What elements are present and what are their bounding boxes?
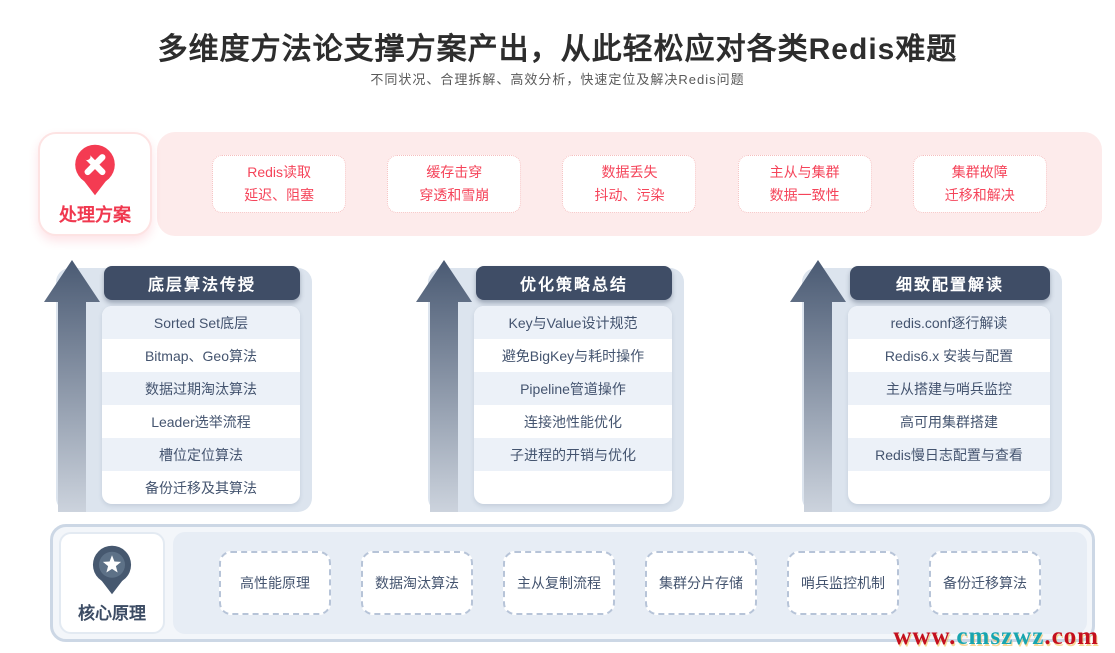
list-item: Bitmap、Geo算法 xyxy=(144,347,258,364)
watermark-suffix: .com xyxy=(1044,623,1099,650)
solution-card-line: 延迟、阻塞 xyxy=(244,187,315,203)
solution-card: 缓存击穿 穿透和雪崩 xyxy=(387,155,522,213)
list-item: 数据过期淘汰算法 xyxy=(102,372,300,405)
list-item: 避免BigKey与耗时操作 xyxy=(501,347,645,364)
solutions-badge: 处理方案 xyxy=(38,132,152,236)
list-item: redis.conf逐行解读 xyxy=(848,306,1050,339)
column-title: 细致配置解读 xyxy=(850,266,1050,300)
method-column-optimization: 优化策略总结 Key与Value设计规范 避免BigKey与耗时操作 Pipel… xyxy=(412,258,684,512)
column-list: redis.conf逐行解读 Redis6.x 安装与配置 主从搭建与哨兵监控 … xyxy=(848,306,1050,504)
solution-card-line: 抖动、污染 xyxy=(594,187,665,203)
solution-card: 主从与集群 数据一致性 xyxy=(737,155,872,213)
column-title: 底层算法传授 xyxy=(104,266,300,300)
column-list: Sorted Set底层 Bitmap、Geo算法 数据过期淘汰算法 Leade… xyxy=(102,306,300,504)
solution-card-line: 迁移和解决 xyxy=(944,187,1015,203)
solutions-band: Redis读取 延迟、阻塞 缓存击穿 穿透和雪崩 数据丢失 抖动、污染 主从与集… xyxy=(157,132,1102,236)
core-card: 集群分片存储 xyxy=(645,551,757,615)
solutions-label: 处理方案 xyxy=(59,205,131,225)
method-column-algorithms: 底层算法传授 Sorted Set底层 Bitmap、Geo算法 数据过期淘汰算… xyxy=(40,258,312,512)
up-arrow-icon xyxy=(416,260,472,512)
watermark-name: cmszwz xyxy=(956,623,1045,650)
core-badge: 核心原理 xyxy=(59,532,165,634)
page-title: 多维度方法论支撑方案产出，从此轻松应对各类Redis难题 xyxy=(157,33,958,66)
core-principles-section: 核心原理 高性能原理 数据淘汰算法 主从复制流程 集群分片存储 哨兵监控机制 备… xyxy=(50,524,1095,642)
column-list: Key与Value设计规范 避免BigKey与耗时操作 Pipeline管道操作… xyxy=(474,306,672,504)
core-panel: 高性能原理 数据淘汰算法 主从复制流程 集群分片存储 哨兵监控机制 备份迁移算法 xyxy=(173,532,1087,634)
solution-card: Redis读取 延迟、阻塞 xyxy=(212,155,347,213)
solution-card-line: 缓存击穿 xyxy=(426,163,483,180)
watermark-prefix: www. xyxy=(893,623,957,650)
site-watermark: www.cmszwz.com xyxy=(893,623,1099,651)
list-item: Redis慢日志配置与查看 xyxy=(848,438,1050,471)
solution-card: 集群故障 迁移和解决 xyxy=(912,155,1047,213)
list-item: 主从搭建与哨兵监控 xyxy=(848,372,1050,405)
list-item: Leader选举流程 xyxy=(151,413,251,430)
list-item: Pipeline管道操作 xyxy=(474,372,672,405)
solution-card-line: 数据丢失 xyxy=(601,163,658,180)
solution-card-line: 数据一致性 xyxy=(769,187,840,203)
core-card: 哨兵监控机制 xyxy=(787,551,899,615)
solution-card-line: 主从与集群 xyxy=(769,163,840,180)
pin-star-icon xyxy=(92,545,132,595)
method-column-configuration: 细致配置解读 redis.conf逐行解读 Redis6.x 安装与配置 主从搭… xyxy=(786,258,1062,512)
core-label: 核心原理 xyxy=(78,604,146,623)
core-card: 数据淘汰算法 xyxy=(361,551,473,615)
list-item: Sorted Set底层 xyxy=(102,306,300,339)
list-item: 备份迁移及其算法 xyxy=(145,479,257,496)
pin-tools-icon xyxy=(75,144,115,196)
list-item: 高可用集群搭建 xyxy=(900,413,998,430)
list-item: 连接池性能优化 xyxy=(524,413,622,430)
core-card: 主从复制流程 xyxy=(503,551,615,615)
page-subtitle: 不同状况、合理拆解、高效分析，快速定位及解决Redis问题 xyxy=(370,72,745,87)
list-item: 槽位定位算法 xyxy=(102,438,300,471)
solution-card-line: 穿透和雪崩 xyxy=(419,187,490,203)
solution-card-line: 集群故障 xyxy=(951,163,1008,180)
core-card: 高性能原理 xyxy=(219,551,331,615)
solution-card-line: Redis读取 xyxy=(247,163,312,180)
core-card: 备份迁移算法 xyxy=(929,551,1041,615)
list-item: 子进程的开销与优化 xyxy=(474,438,672,471)
up-arrow-icon xyxy=(44,260,100,512)
column-title: 优化策略总结 xyxy=(476,266,672,300)
solution-card: 数据丢失 抖动、污染 xyxy=(562,155,697,213)
up-arrow-icon xyxy=(790,260,846,512)
list-item: Key与Value设计规范 xyxy=(474,306,672,339)
list-item: Redis6.x 安装与配置 xyxy=(884,347,1014,364)
